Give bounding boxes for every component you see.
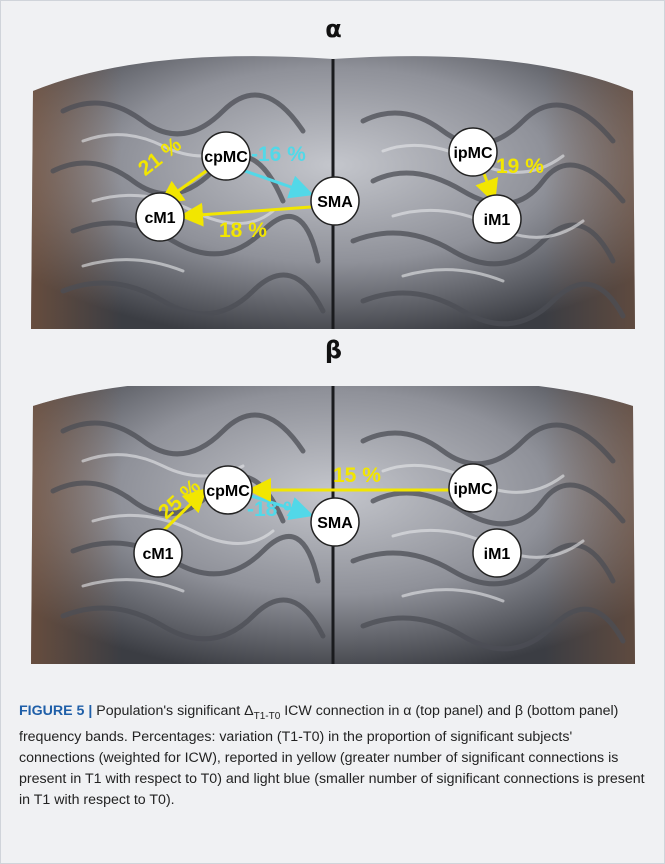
- alpha-label-cpmc-sma: -16 %: [251, 143, 306, 166]
- beta-node-cpmc: cpMC: [204, 466, 252, 514]
- beta-band-title: β: [1, 336, 665, 364]
- caption-delta-subscript: T1-T0: [254, 711, 281, 722]
- alpha-node-im1: iM1: [473, 195, 521, 243]
- beta-node-im1: iM1: [473, 529, 521, 577]
- alpha-band-title: α: [1, 15, 665, 43]
- beta-label-ipmc-cpmc: 15 %: [333, 464, 381, 487]
- beta-node-ipmc: ipMC: [449, 464, 497, 512]
- alpha-node-cpmc: cpMC: [202, 132, 250, 180]
- beta-node-sma: SMA: [311, 498, 359, 546]
- beta-node-cpmc-label: cpMC: [206, 483, 250, 500]
- alpha-node-im1-label: iM1: [484, 212, 511, 229]
- alpha-node-ipmc: ipMC: [449, 128, 497, 176]
- alpha-node-cm1-label: cM1: [144, 210, 175, 227]
- beta-brain-figure: 25 % -18 % 15 % cpMC SMA cM1: [23, 386, 643, 666]
- alpha-node-cpmc-label: cpMC: [204, 149, 248, 166]
- beta-node-cm1-label: cM1: [142, 546, 173, 563]
- alpha-node-sma: SMA: [311, 177, 359, 225]
- beta-panel: 25 % -18 % 15 % cpMC SMA cM1: [23, 386, 643, 666]
- alpha-panel: 21 % -16 % 18 % 19 % cpMC SMA cM1: [23, 51, 643, 331]
- beta-node-ipmc-label: ipMC: [453, 481, 493, 498]
- beta-label-cpmc-sma: -18 %: [247, 498, 302, 521]
- alpha-label-ipmc-im1: 19 %: [496, 155, 544, 178]
- beta-node-im1-label: iM1: [484, 546, 511, 563]
- figure-label: FIGURE 5 |: [19, 703, 92, 719]
- figure-caption: FIGURE 5 | Population's significant ΔT1-…: [19, 701, 649, 811]
- alpha-node-sma-label: SMA: [317, 194, 353, 211]
- caption-text-start: Population's significant: [92, 703, 244, 719]
- beta-node-sma-label: SMA: [317, 515, 353, 532]
- alpha-brain-figure: 21 % -16 % 18 % 19 % cpMC SMA cM1: [23, 51, 643, 331]
- caption-delta-symbol: Δ: [244, 703, 253, 719]
- alpha-node-ipmc-label: ipMC: [453, 145, 493, 162]
- alpha-label-sma-cm1: 18 %: [219, 219, 267, 242]
- beta-node-cm1: cM1: [134, 529, 182, 577]
- alpha-node-cm1: cM1: [136, 193, 184, 241]
